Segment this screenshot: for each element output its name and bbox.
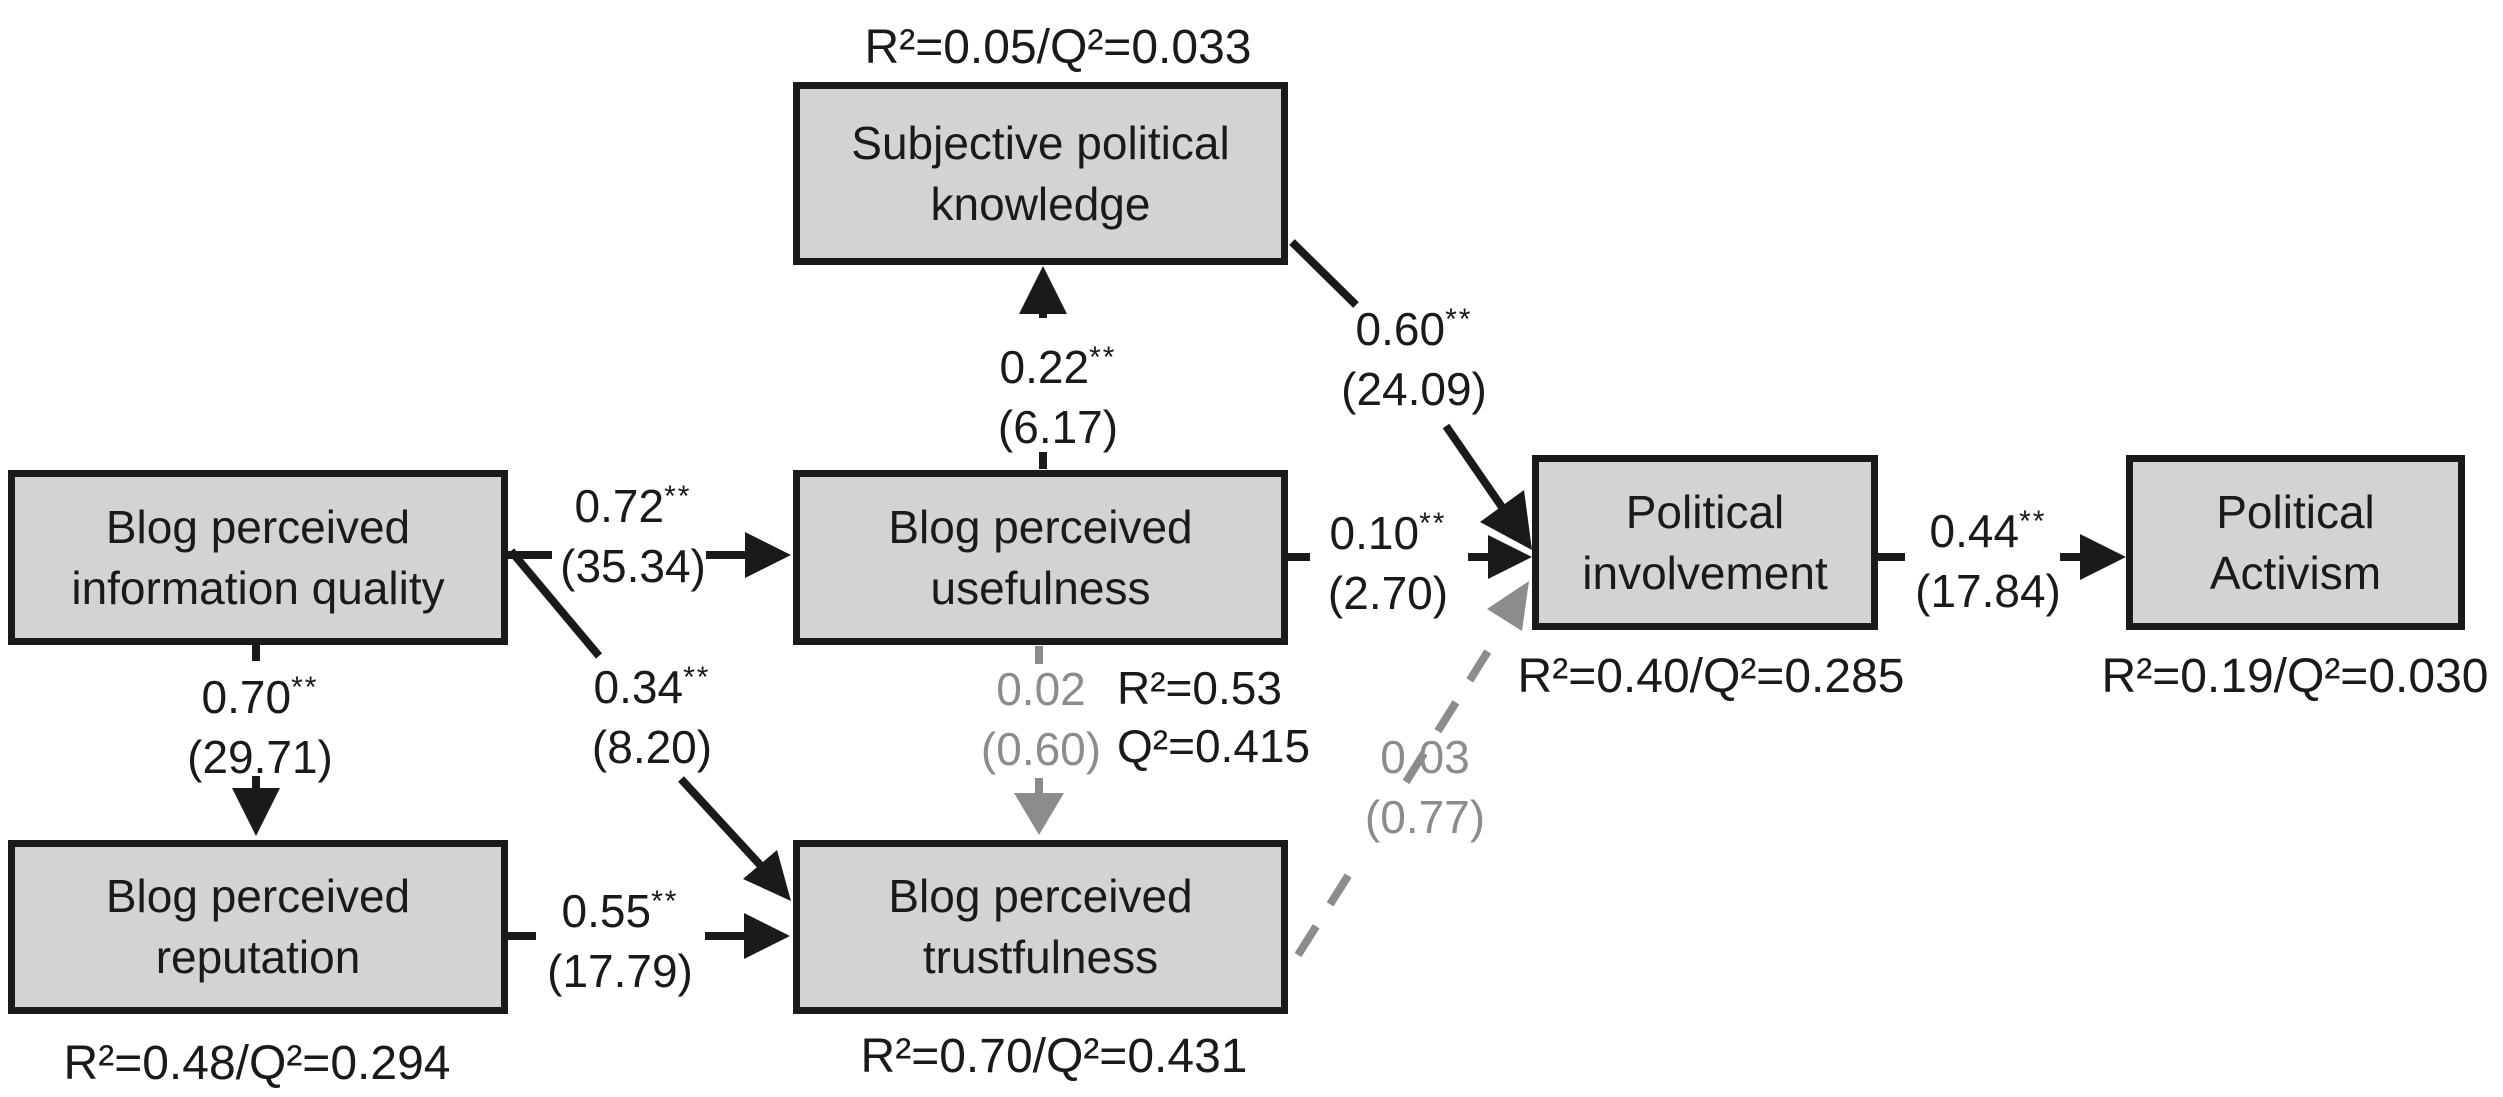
node-political-activism: Political Activism: [2126, 455, 2465, 630]
arrowhead-iq-usefulness: [745, 532, 791, 578]
path-label-inv-activism: 0.44** (17.84): [1915, 492, 2061, 621]
arrowhead-iq-reputation: [232, 788, 280, 836]
path-t-value: (0.60): [980, 723, 1102, 775]
node-blog-perceived-information-quality: Blog perceived information quality: [8, 470, 508, 645]
path-t-value: (17.84): [1915, 565, 2061, 617]
path-t-value: (35.34): [560, 540, 706, 592]
arrowhead-trust-involvement: [1487, 581, 1529, 631]
r2-label-knowledge: R²=0.05/Q²=0.033: [864, 21, 1252, 74]
node-blog-perceived-reputation: Blog perceived reputation: [8, 840, 508, 1014]
arrowhead-inv-activism: [2080, 534, 2126, 580]
path-coefficient: 0.55**: [561, 885, 679, 937]
path-t-value: (8.20): [591, 721, 713, 773]
path-t-value: (24.09): [1341, 363, 1487, 415]
line-iq-trustfulness-seg2: [678, 776, 765, 870]
node-label-line: Political: [2216, 485, 2375, 538]
arrowhead-use-involvement: [1488, 535, 1532, 579]
line-know-involvement-seg1: [1289, 239, 1359, 308]
significance-stars: **: [2019, 505, 2047, 538]
path-label-iq-reputation: 0.70** (29.71): [187, 658, 333, 787]
r2-label-usefulness: R²=0.53 Q²=0.415: [1117, 659, 1310, 775]
path-t-value: (0.77): [1364, 791, 1486, 843]
arrowhead-know-involvement: [1480, 490, 1532, 550]
path-coefficient: 0.44**: [1929, 505, 2047, 557]
node-label-line: Blog perceived: [888, 870, 1193, 922]
path-coefficient: 0.70**: [201, 671, 319, 723]
r2-label-trustfulness: R²=0.70/Q²=0.431: [860, 1030, 1248, 1083]
path-t-value: (17.79): [547, 945, 693, 997]
path-coefficient: 0.02: [996, 663, 1086, 715]
path-t-value: (2.70): [1327, 567, 1449, 619]
significance-stars: **: [664, 480, 692, 513]
node-label-line: Subjective political: [851, 116, 1230, 169]
significance-stars: **: [1445, 303, 1473, 336]
node-label-line: Blog perceived: [105, 500, 411, 553]
significance-stars: **: [651, 885, 679, 918]
path-label-use-knowledge: 0.22** (6.17): [998, 328, 1118, 457]
node-label-line: information quality: [71, 561, 445, 614]
node-blog-perceived-trustfulness: Blog perceived trustfulness: [793, 840, 1288, 1014]
path-label-know-involvement: 0.60** (24.09): [1341, 290, 1487, 419]
node-label-line: Blog perceived: [105, 870, 411, 922]
path-coefficient: 0.34**: [593, 661, 711, 713]
node-label-line: reputation: [155, 931, 361, 983]
line-know-involvement-seg2: [1442, 423, 1508, 513]
node-subjective-political-knowledge: Subjective political knowledge: [793, 82, 1288, 265]
path-label-use-trustfulness: 0.02 (0.60): [981, 659, 1101, 779]
line-iq-trustfulness-seg1: [507, 548, 603, 659]
path-coefficient: 0.10**: [1329, 507, 1447, 559]
r2-line: Q²=0.415: [1117, 720, 1311, 772]
node-label-line: Political: [1625, 485, 1785, 538]
node-label-line: Activism: [2209, 546, 2382, 599]
path-coefficient: 0.72**: [574, 480, 692, 532]
node-blog-perceived-usefulness: Blog perceived usefulness: [793, 470, 1288, 645]
significance-stars: **: [1089, 341, 1117, 374]
significance-stars: **: [291, 671, 319, 704]
path-label-use-involvement: 0.10** (2.70): [1328, 494, 1448, 623]
r2-line: R²=0.53: [1117, 662, 1282, 714]
line-trust-involvement-seg2: [1402, 629, 1504, 785]
node-label-line: usefulness: [930, 561, 1151, 614]
significance-stars: **: [683, 661, 711, 694]
line-trust-involvement-seg1: [1294, 854, 1364, 958]
r2-label-reputation: R²=0.48/Q²=0.294: [63, 1037, 451, 1090]
path-coefficient: 0.03: [1380, 731, 1470, 783]
node-political-involvement: Political involvement: [1532, 455, 1878, 630]
node-label-line: Blog perceived: [888, 500, 1193, 553]
path-label-iq-trustfulness: 0.34** (8.20): [592, 648, 712, 777]
arrowhead-iq-trustfulness: [743, 850, 791, 901]
node-label-line: knowledge: [930, 177, 1151, 230]
path-label-trust-involvement: 0.03 (0.77): [1365, 727, 1485, 847]
r2-label-activism: R²=0.19/Q²=0.030: [2101, 650, 2489, 703]
path-coefficient: 0.60**: [1355, 303, 1473, 355]
path-label-iq-usefulness: 0.72** (35.34): [560, 467, 706, 596]
arrowhead-use-trustfulness: [1014, 793, 1064, 835]
arrowhead-rep-trustfulness: [744, 913, 790, 959]
path-coefficient: 0.22**: [999, 341, 1117, 393]
r2-label-involvement: R²=0.40/Q²=0.285: [1517, 650, 1905, 703]
arrowhead-use-knowledge: [1019, 266, 1067, 314]
significance-stars: **: [1419, 507, 1447, 540]
path-t-value: (29.71): [187, 731, 333, 783]
path-label-rep-trustfulness: 0.55** (17.79): [547, 872, 693, 1001]
path-t-value: (6.17): [997, 401, 1119, 453]
node-label-line: trustfulness: [922, 931, 1159, 983]
node-label-line: involvement: [1582, 546, 1828, 599]
